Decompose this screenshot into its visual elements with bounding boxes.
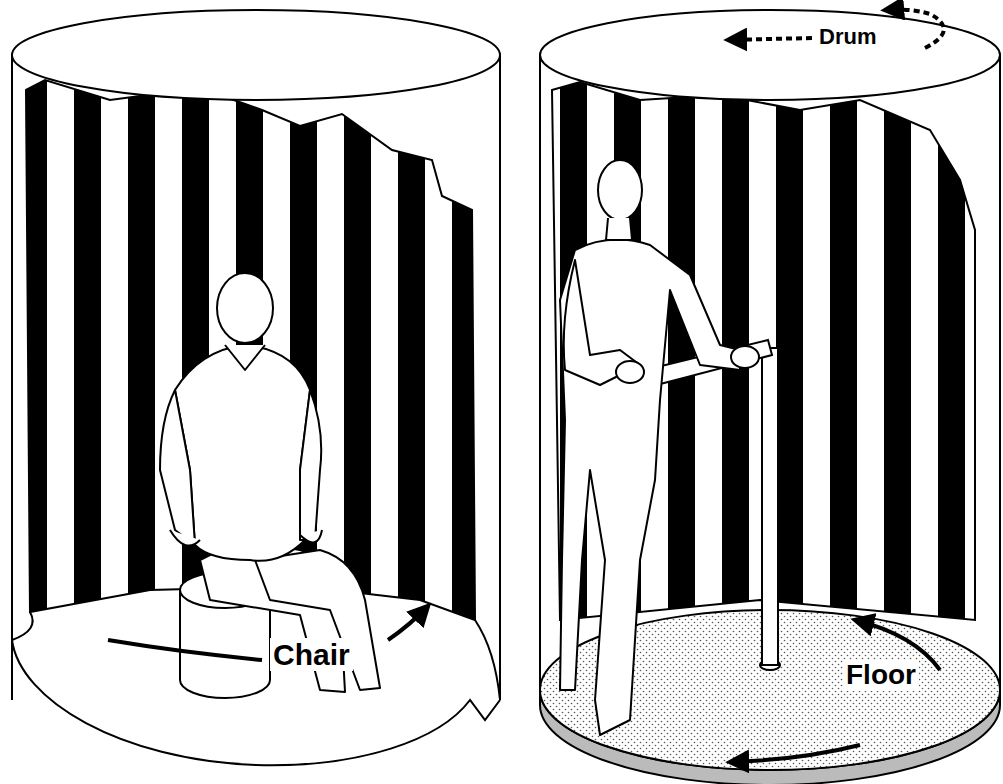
standing-man	[560, 160, 759, 735]
rotation-arrow	[108, 606, 428, 660]
part-label: Chair	[270, 638, 353, 671]
rotation-arrow	[730, 620, 940, 762]
left-drum	[12, 10, 500, 765]
part-label: Floor	[843, 660, 919, 691]
right-drum	[540, 10, 1000, 784]
part-label: Drum	[816, 25, 879, 49]
seated-man	[160, 273, 380, 692]
